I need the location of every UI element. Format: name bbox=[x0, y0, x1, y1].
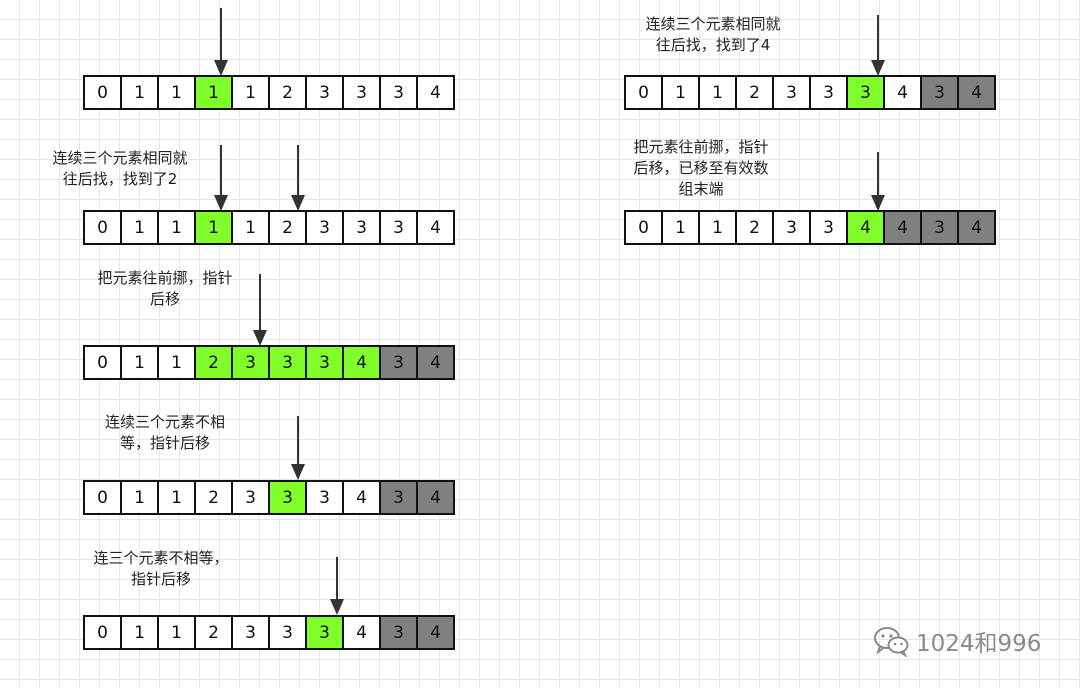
array-cell: 1 bbox=[122, 212, 159, 245]
array-cell: 0 bbox=[626, 77, 663, 110]
array-cell: 4 bbox=[344, 347, 381, 380]
array-cell: 3 bbox=[381, 347, 418, 380]
array-cell: 2 bbox=[270, 212, 307, 245]
array-cell: 2 bbox=[196, 617, 233, 650]
array-cell: 4 bbox=[418, 77, 455, 110]
array-cell: 4 bbox=[418, 212, 455, 245]
array-cell: 1 bbox=[159, 617, 196, 650]
array-cell: 4 bbox=[344, 617, 381, 650]
array-cell: 1 bbox=[700, 77, 737, 110]
array-cell: 1 bbox=[196, 77, 233, 110]
array-cell: 3 bbox=[344, 77, 381, 110]
array-cell: 3 bbox=[307, 617, 344, 650]
array-cell: 3 bbox=[270, 617, 307, 650]
array-cell: 3 bbox=[233, 347, 270, 380]
array-cell: 4 bbox=[344, 482, 381, 515]
array-cell: 4 bbox=[418, 482, 455, 515]
array-cell: 3 bbox=[381, 617, 418, 650]
array-cell: 3 bbox=[270, 482, 307, 515]
array-cell: 1 bbox=[233, 77, 270, 110]
array-cell: 0 bbox=[85, 617, 122, 650]
array-cell: 4 bbox=[885, 212, 922, 245]
note-array-end: 把元素往前挪，指针 后移，已移至有效数 组末端 bbox=[633, 138, 769, 198]
watermark-text: 1024和996 bbox=[916, 631, 1042, 657]
array-cell: 1 bbox=[663, 212, 700, 245]
array-cell: 4 bbox=[959, 77, 996, 110]
array-cell: 0 bbox=[85, 212, 122, 245]
array-cell: 1 bbox=[122, 77, 159, 110]
array-cell: 3 bbox=[811, 212, 848, 245]
array-cell: 1 bbox=[159, 482, 196, 515]
note-found-4: 连续三个元素相同就 往后找，找到了4 bbox=[645, 15, 781, 54]
array-cell: 3 bbox=[344, 212, 381, 245]
array-cell: 3 bbox=[270, 347, 307, 380]
array-cell: 3 bbox=[307, 77, 344, 110]
note-shift-forward: 把元素往前挪，指针 后移 bbox=[97, 269, 233, 308]
note-not-equal-1: 连续三个元素不相 等，指针后移 bbox=[104, 413, 225, 452]
array-cell: 1 bbox=[700, 212, 737, 245]
array-cell: 1 bbox=[159, 212, 196, 245]
array-cell: 3 bbox=[381, 77, 418, 110]
array-cell: 3 bbox=[774, 212, 811, 245]
array-cell: 3 bbox=[233, 482, 270, 515]
array-cell: 3 bbox=[774, 77, 811, 110]
array-cell: 4 bbox=[418, 347, 455, 380]
array-cell: 3 bbox=[381, 212, 418, 245]
array-cell: 4 bbox=[959, 212, 996, 245]
array-cell: 2 bbox=[196, 347, 233, 380]
array-cell: 3 bbox=[233, 617, 270, 650]
watermark: 1024和996 bbox=[872, 624, 1041, 658]
array-cell: 4 bbox=[848, 212, 885, 245]
array-cell: 1 bbox=[122, 617, 159, 650]
array-cell: 3 bbox=[922, 212, 959, 245]
array-cell: 3 bbox=[811, 77, 848, 110]
array-cell: 1 bbox=[159, 347, 196, 380]
array-cell: 2 bbox=[737, 212, 774, 245]
array-cell: 3 bbox=[848, 77, 885, 110]
array-cell: 1 bbox=[159, 77, 196, 110]
array-cell: 1 bbox=[663, 77, 700, 110]
wechat-icon bbox=[874, 627, 909, 657]
array-cell: 1 bbox=[122, 482, 159, 515]
array-cell: 2 bbox=[737, 77, 774, 110]
array-cell: 2 bbox=[270, 77, 307, 110]
array-cell: 3 bbox=[307, 482, 344, 515]
array-cell: 2 bbox=[196, 482, 233, 515]
array-cell: 3 bbox=[307, 212, 344, 245]
note-found-2: 连续三个元素相同就 往后找，找到了2 bbox=[52, 149, 188, 188]
array-cell: 3 bbox=[307, 347, 344, 380]
array-cell: 1 bbox=[196, 212, 233, 245]
array-cell: 1 bbox=[233, 212, 270, 245]
array-cell: 3 bbox=[381, 482, 418, 515]
array-cell: 4 bbox=[418, 617, 455, 650]
array-cell: 1 bbox=[122, 347, 159, 380]
array-cell: 3 bbox=[922, 77, 959, 110]
array-cell: 4 bbox=[885, 77, 922, 110]
array-cell: 0 bbox=[85, 347, 122, 380]
array-cell: 0 bbox=[85, 482, 122, 515]
array-cell: 0 bbox=[85, 77, 122, 110]
note-not-equal-2: 连三个元素不相等， 指针后移 bbox=[93, 549, 229, 588]
array-cell: 0 bbox=[626, 212, 663, 245]
